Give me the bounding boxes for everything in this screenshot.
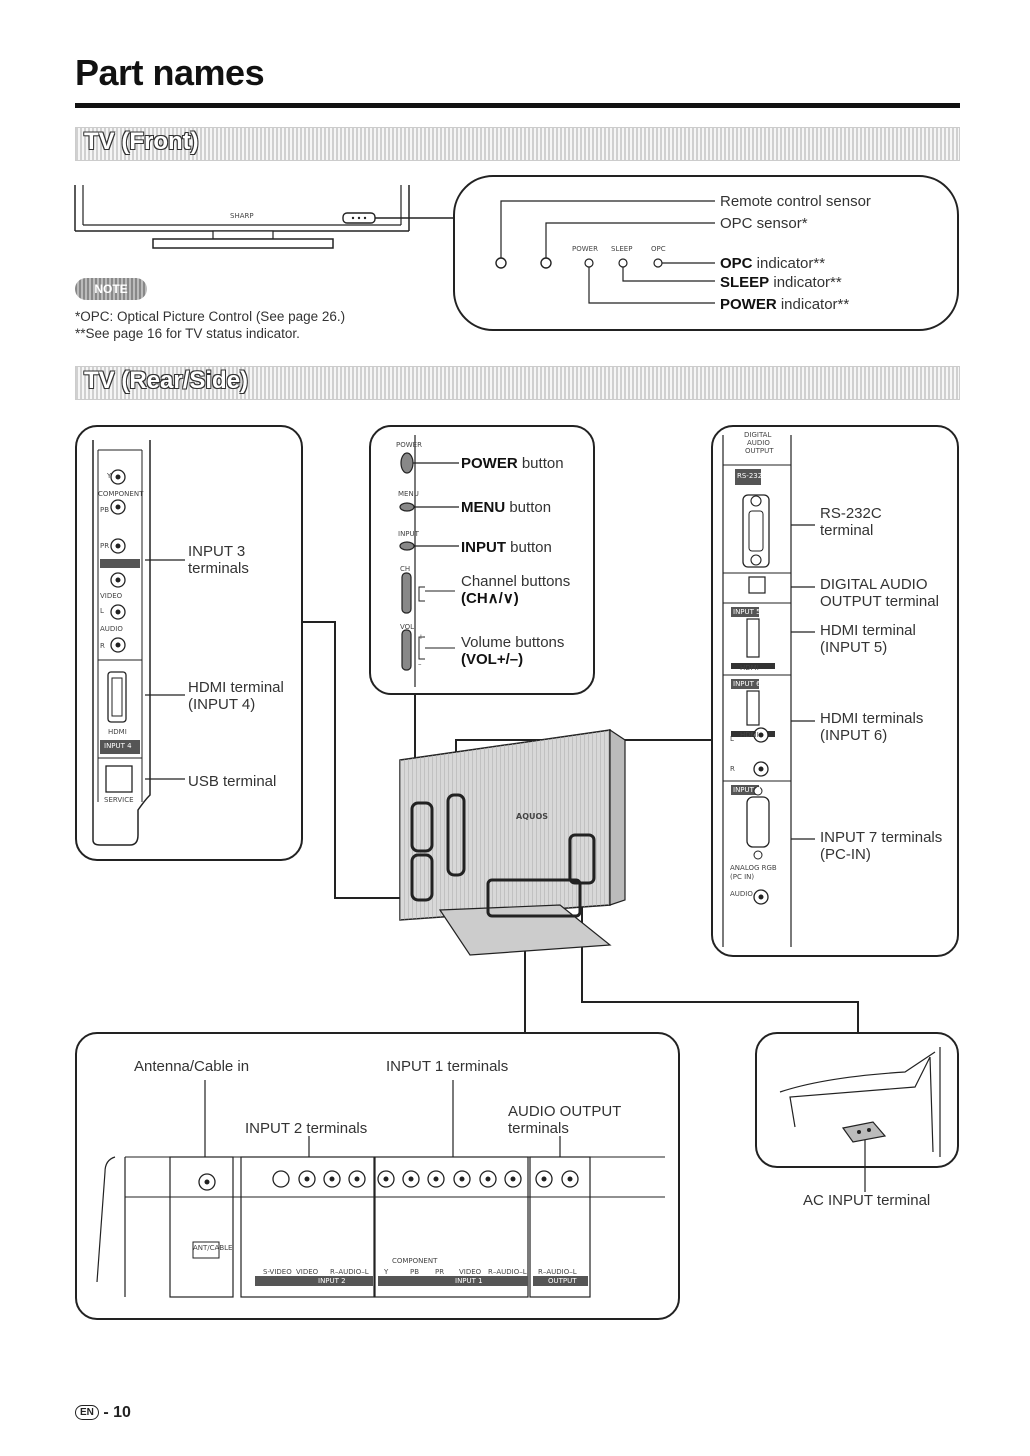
label-opc-sensor: OPC sensor* [720, 215, 808, 232]
tv-brand: SHARP [230, 212, 254, 220]
rear-small-audio2: AUDIO [730, 890, 753, 898]
label-hdmi-input6: HDMI terminals(INPUT 6) [820, 710, 924, 744]
rear-small-output: OUTPUT [745, 447, 774, 455]
bottom-small-y: Y [384, 1268, 389, 1276]
bottom-small-pr: PR [435, 1268, 445, 1276]
side-jack-pr: PR [100, 542, 110, 550]
rear-terminal-strip [722, 435, 815, 947]
side-jack-audio: AUDIO [100, 625, 123, 633]
rear-small-r: R [730, 765, 735, 773]
bottom-small-ant: ANT/CABLE [193, 1244, 233, 1252]
label-remote-sensor: Remote control sensor [720, 193, 871, 210]
bottom-small-video1: VIDEO [459, 1268, 482, 1276]
indicator-label-opc: OPC [651, 245, 666, 253]
bottom-terminals-illustration [96, 1080, 665, 1298]
bottom-small-pb: PB [410, 1268, 420, 1276]
section-title-rear: TV (Rear/Side) [84, 367, 249, 394]
bottom-small-raudiol1: R–AUDIO–L [488, 1268, 527, 1276]
rear-small-audio: AUDIO [747, 439, 770, 447]
ac-input-illustration [779, 1047, 941, 1192]
label-menu-button: MENU button [461, 499, 552, 516]
rear-small-analog: ANALOG RGB [730, 864, 777, 872]
page-number: EN - 10 [75, 1404, 131, 1422]
indicator-label-sleep: SLEEP [611, 245, 633, 253]
label-usb: USB terminal [188, 773, 277, 790]
note-line-1: *OPC: Optical Picture Control (See page … [75, 309, 346, 324]
note-badge: NOTE [75, 278, 147, 300]
label-opc-indicator: OPC indicator** [720, 255, 826, 272]
section-band-rear [75, 366, 960, 400]
front-indicator-callouts [495, 200, 715, 304]
bottom-small-input1: INPUT 1 [455, 1277, 483, 1285]
btn-small-ch: CH [400, 565, 411, 573]
rear-small-input7: INPUT 7 [733, 786, 761, 794]
bottom-small-raudiol-out: R–AUDIO–L [538, 1268, 577, 1276]
side-jack-component: COMPONENT [98, 490, 144, 498]
bottom-small-raudiol2: R–AUDIO–L [330, 1268, 369, 1276]
btn-small-power: POWER [396, 441, 422, 449]
label-antenna: Antenna/Cable in [134, 1058, 250, 1075]
bottom-terminals-panel [75, 1032, 680, 1320]
page-title: Part names [75, 52, 265, 93]
tv-front-illustration [74, 185, 455, 249]
side-buttons-illustration [399, 435, 459, 687]
label-input7: INPUT 7 terminals(PC-IN) [820, 829, 943, 863]
section-band-front [75, 127, 960, 161]
label-ac-input: AC INPUT terminal [803, 1192, 931, 1209]
label-input2: INPUT 2 terminals [245, 1120, 368, 1137]
side-jack-video: VIDEO [100, 592, 123, 600]
rear-small-rs232c: RS-232C [737, 472, 768, 480]
side-jack-input4: INPUT 4 [104, 742, 132, 750]
ac-input-panel [755, 1032, 959, 1168]
title-rule [75, 103, 960, 108]
bottom-small-input2: INPUT 2 [318, 1277, 346, 1285]
label-input-button: INPUT button [461, 539, 552, 556]
btn-small-menu: MENU [398, 490, 419, 498]
bottom-small-component: COMPONENT [392, 1257, 438, 1265]
side-jack-r: R [100, 642, 105, 650]
label-hdmi-input4: HDMI terminal(INPUT 4) [188, 679, 284, 713]
btn-small-minus: – [418, 660, 422, 668]
btn-small-vol: VOL [400, 623, 415, 631]
label-channel-buttons: Channel buttons(CH∧/∨) [461, 573, 571, 607]
label-hdmi-input5: HDMI terminal(INPUT 5) [820, 622, 916, 656]
label-power-button: POWER button [461, 455, 564, 472]
rear-small-l: L [730, 735, 734, 743]
label-sleep-indicator: SLEEP indicator** [720, 274, 842, 291]
side-jack-pb: PB [100, 506, 110, 514]
bottom-small-output: OUTPUT [548, 1277, 577, 1285]
side-jack-hdmi: HDMI [108, 728, 127, 736]
indicator-label-power: POWER [572, 245, 598, 253]
rear-terminals-panel [711, 425, 959, 957]
note-line-2: **See page 16 for TV status indicator. [75, 326, 300, 341]
tv-rear-logo: AQUOS [516, 812, 549, 821]
rear-small-hdmi6: HDMI [740, 731, 759, 739]
btn-small-plus: + [418, 633, 424, 641]
side-jack-service: SERVICE [104, 796, 134, 804]
btn-small-input: INPUT [398, 530, 419, 538]
language-badge: EN [75, 1405, 99, 1421]
bottom-small-video2: VIDEO [296, 1268, 319, 1276]
rear-small-input5: INPUT 5 [733, 608, 761, 616]
side-jack-l: L [100, 607, 104, 615]
rear-small-digital: DIGITAL [744, 431, 772, 439]
rear-small-pcin: (PC IN) [730, 873, 755, 881]
label-volume-buttons: Volume buttons(VOL+/–) [461, 634, 565, 668]
label-input1: INPUT 1 terminals [386, 1058, 509, 1075]
rear-small-hdmi5: HDMI [740, 664, 759, 672]
label-power-indicator: POWER indicator** [720, 296, 850, 313]
section-title-front: TV (Front) [84, 128, 199, 155]
bottom-small-svideo: S-VIDEO [263, 1268, 292, 1276]
side-jack-y: Y [107, 472, 112, 480]
rear-small-input6: INPUT 6 [733, 680, 761, 688]
side-terminal-strip [92, 440, 185, 846]
